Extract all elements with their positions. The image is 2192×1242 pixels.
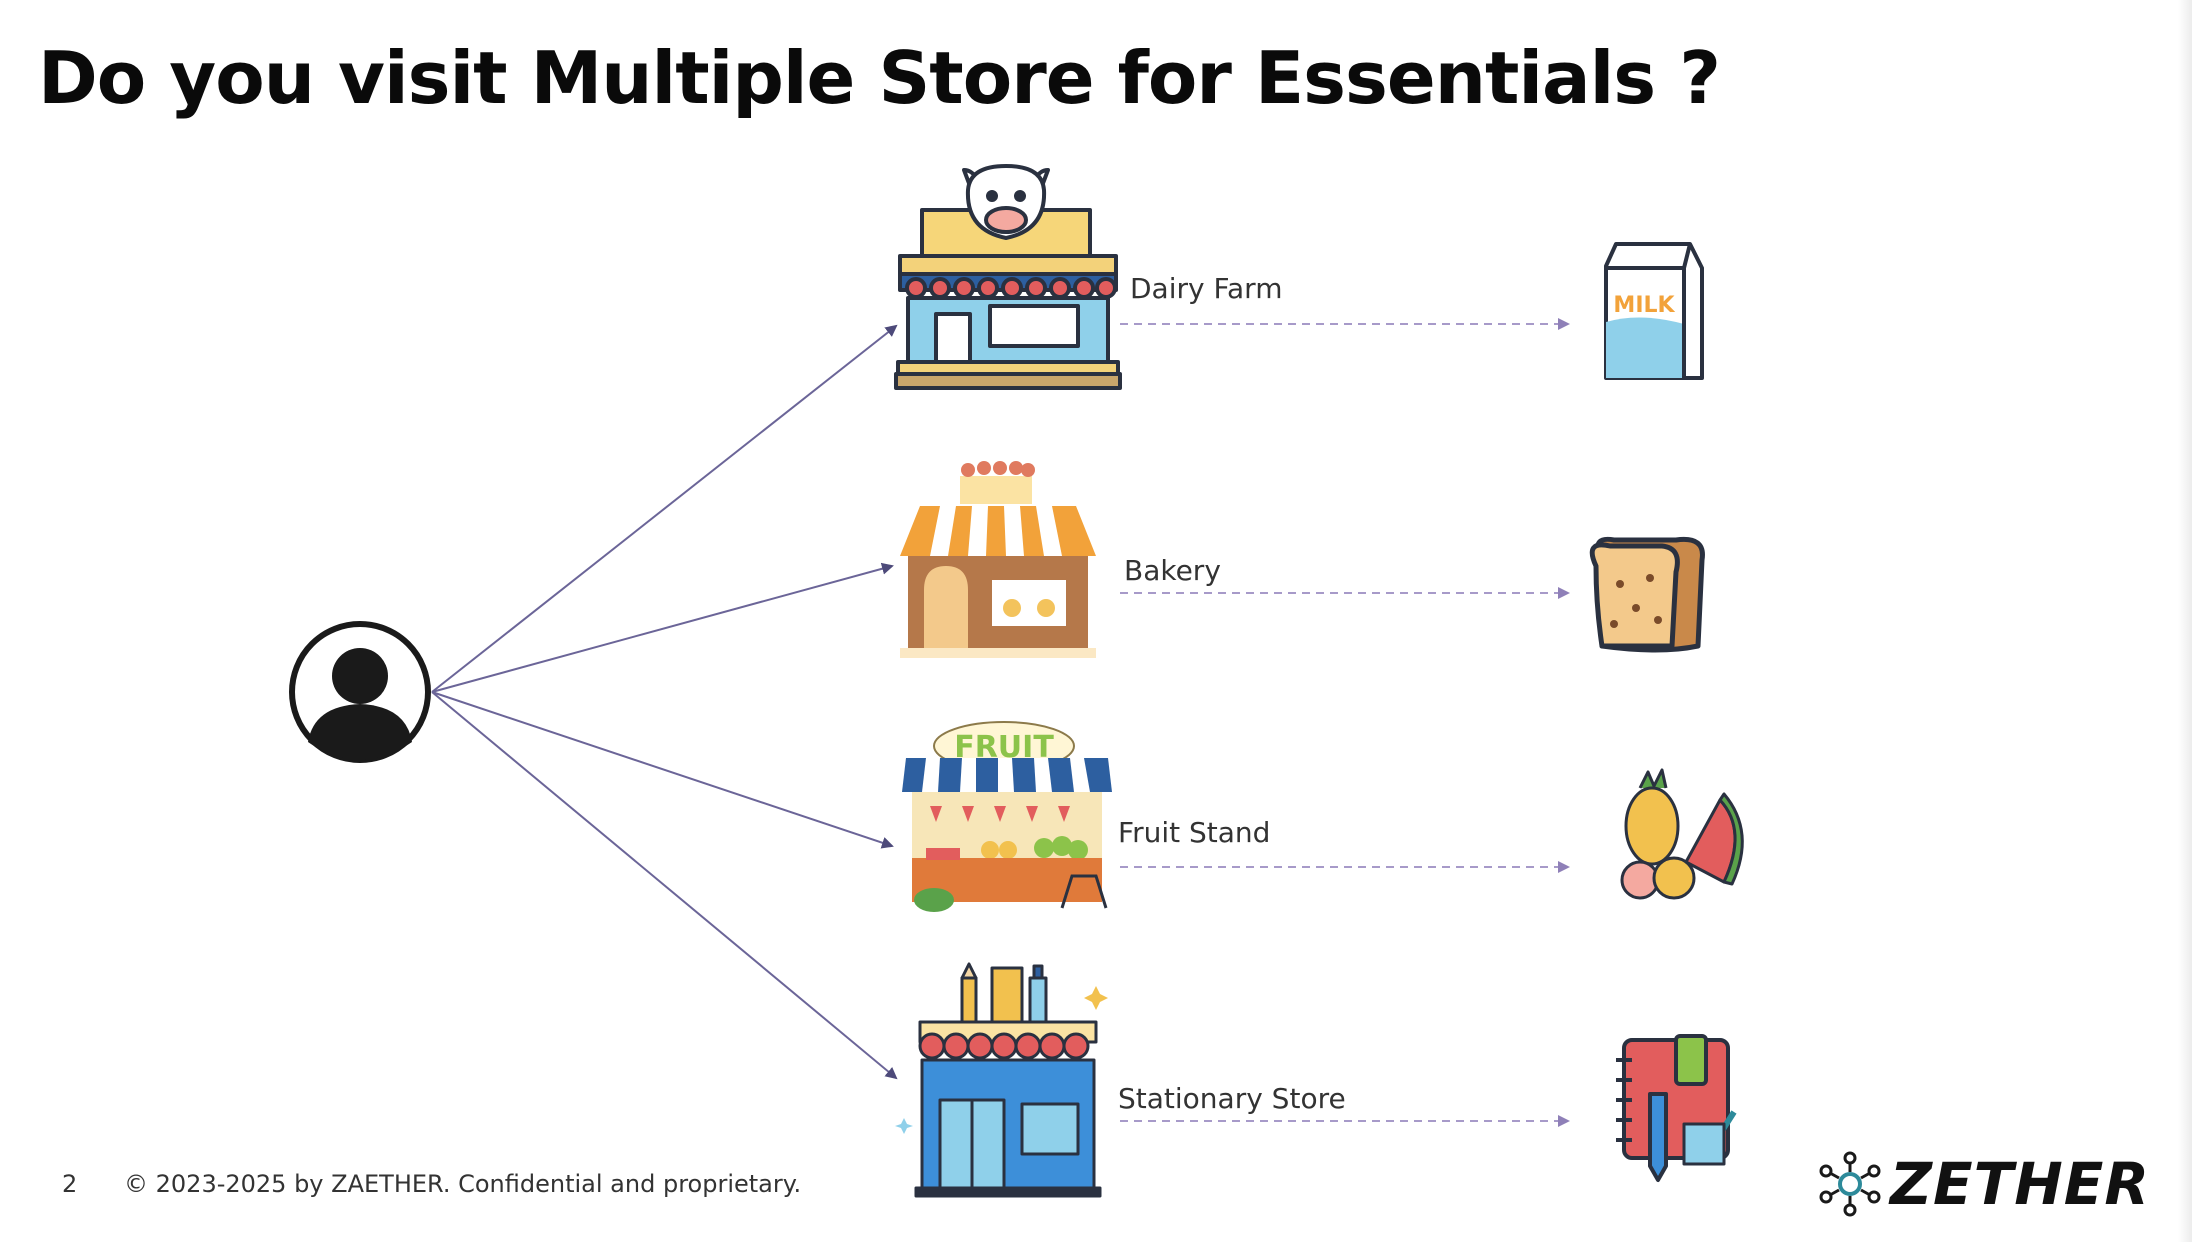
page-number: 2 bbox=[62, 1170, 78, 1198]
arrow-to-bakery bbox=[431, 562, 894, 693]
notebook-pencil-icon bbox=[1616, 1034, 1737, 1182]
copyright-notice: © 2023-2025 by ZAETHER. Confidential and… bbox=[124, 1170, 802, 1198]
logo-text: ZETHER bbox=[1890, 1150, 2151, 1218]
store-label-bakery: Bakery bbox=[1124, 554, 1221, 587]
bakery-shop-icon bbox=[900, 461, 1096, 658]
bread-loaf-icon bbox=[1589, 536, 1705, 653]
arrow-to-stationary-store bbox=[431, 691, 898, 1080]
store-label-fruit-stand: Fruit Stand bbox=[1118, 816, 1271, 849]
store-to-product-arrows bbox=[1120, 318, 1570, 1127]
zether-logo-icon bbox=[1819, 1151, 1881, 1217]
person-to-store-arrows bbox=[431, 324, 898, 1080]
milk-carton-icon: MILK bbox=[1604, 242, 1704, 380]
milk-label: MILK bbox=[1613, 293, 1675, 318]
store-label-dairy-farm: Dairy Farm bbox=[1130, 272, 1283, 305]
dairy-farm-shop-icon bbox=[894, 164, 1122, 390]
user-avatar-icon bbox=[289, 621, 431, 763]
slide-edge-shadow bbox=[2178, 0, 2192, 1242]
fruit-stand-icon: FRUIT bbox=[902, 721, 1112, 912]
arrow-to-fruit-stand bbox=[431, 691, 894, 849]
zether-logo: ZETHER bbox=[1890, 1150, 2150, 1218]
slide-title: Do you visit Multiple Store for Essentia… bbox=[38, 36, 1721, 120]
fruits-icon bbox=[1620, 768, 1744, 900]
arrow-to-dairy-farm bbox=[431, 324, 898, 693]
store-label-stationary-store: Stationary Store bbox=[1118, 1082, 1346, 1115]
stationery-shop-icon bbox=[895, 962, 1108, 1198]
